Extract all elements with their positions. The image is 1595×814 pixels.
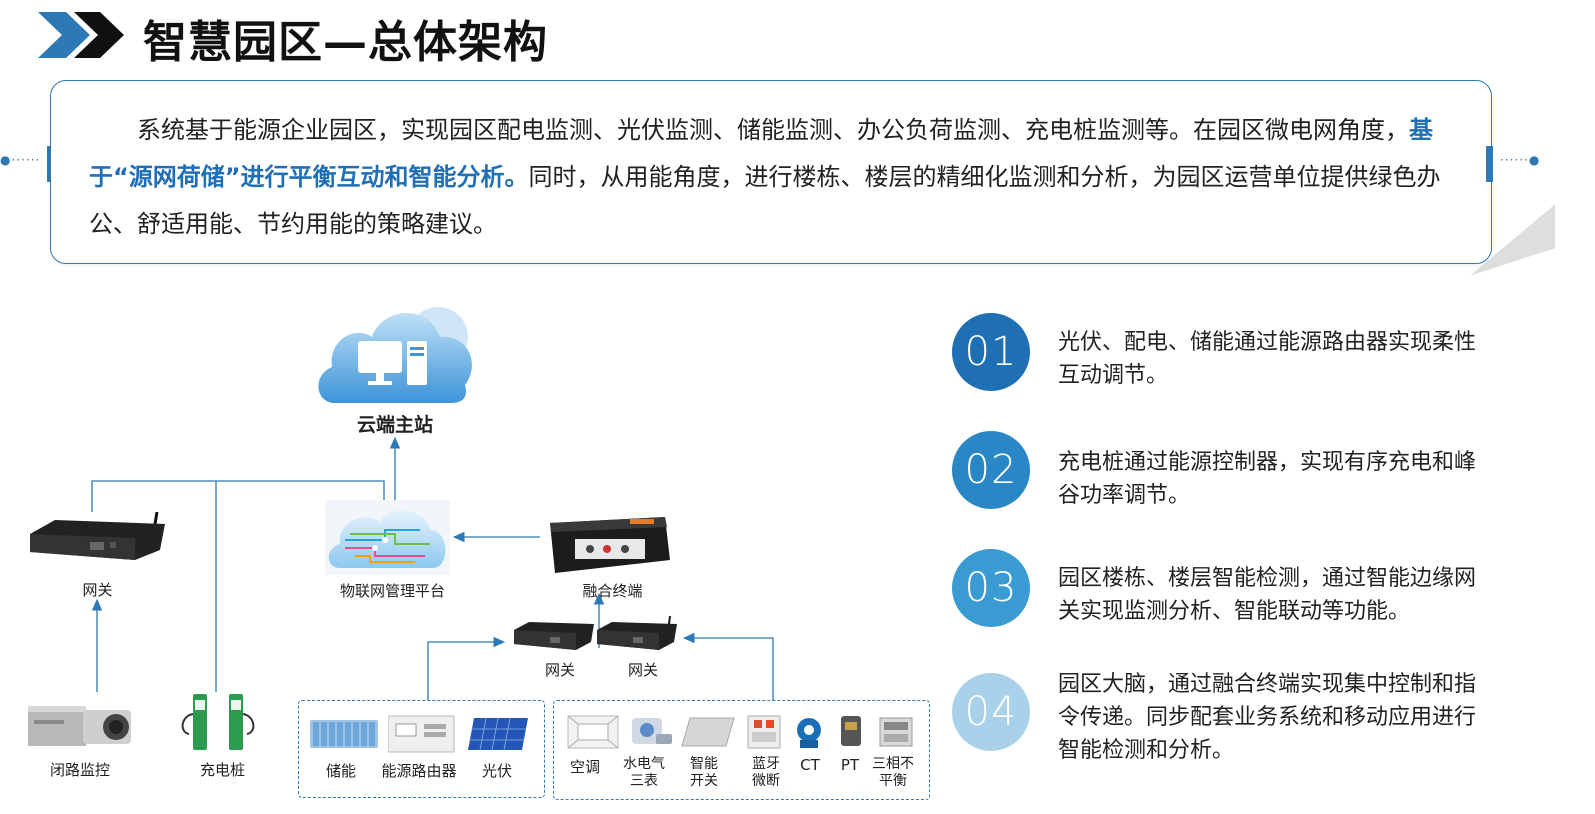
feature-number-01: 01 — [952, 313, 1030, 391]
group2-label-2: 智能开关 — [690, 756, 718, 789]
energy-storage-icon — [310, 720, 378, 748]
group2-label-3: 蓝牙微断 — [752, 756, 780, 789]
group2-label-6: 三相不平衡 — [872, 756, 914, 789]
intro-text-part1: 系统基于能源企业园区，实现园区配电监测、光伏监测、储能监测、办公负荷监测、充电桩… — [137, 116, 1409, 144]
iot-platform-label: 物联网管理平台 — [339, 582, 445, 600]
feature-text-03: 园区楼栋、楼层智能检测，通过智能边缘网关实现监测分析、智能联动等功能。 — [1058, 566, 1477, 624]
group2-label-1: 水电气三表 — [623, 756, 665, 789]
intro-highlight: 基于“源网荷储”进行平衡互动和智能分析。 — [89, 116, 1433, 191]
feature-number-02: 02 — [952, 431, 1030, 509]
cctv-label: 闭路监控 — [49, 761, 110, 779]
group1-label-0: 储能 — [325, 762, 356, 780]
cloud-server-icon — [318, 307, 472, 403]
group1-label-2: 光伏 — [481, 762, 512, 780]
air-conditioner-icon — [567, 715, 619, 749]
solar-panel-icon — [468, 717, 528, 751]
cctv-icon — [28, 706, 131, 746]
feature-text-01: 光伏、配电、储能通过能源路由器实现柔性互动调节。 — [1058, 330, 1477, 388]
pt-sensor-icon — [841, 716, 861, 746]
smart-switch-icon — [681, 717, 735, 747]
cloud-label: 云端主站 — [356, 414, 433, 436]
intro-text-part2: 同时，从用能角度，进行楼栋、楼层的精细化监测和分析，为园区运营单位提供绿色办公、… — [89, 163, 1441, 238]
three-phase-unbalance-icon — [879, 717, 913, 747]
gateway-left-label: 网关 — [82, 581, 113, 599]
energy-router-icon — [388, 715, 455, 753]
ct-sensor-icon — [797, 718, 821, 748]
page-title: 智慧园区—总体架构 — [143, 17, 548, 68]
utility-meter-icon — [632, 718, 672, 744]
feature-number-03: 03 — [952, 549, 1030, 627]
gateway-mid-1-label: 网关 — [544, 661, 575, 679]
charging-pile-icon — [181, 694, 255, 750]
left-connector-dots: ●······ — [0, 153, 41, 167]
gateway-mid-2-icon — [597, 616, 677, 650]
gateway-mid-2-label: 网关 — [627, 661, 658, 679]
group2-label-0: 空调 — [569, 758, 600, 776]
diagram-connectors — [91, 436, 774, 700]
group2-label-5: PT — [840, 756, 860, 774]
right-tab — [1486, 146, 1493, 182]
fusion-terminal-label: 融合终端 — [582, 582, 643, 600]
fusion-terminal-icon — [550, 517, 670, 573]
intro-box: 系统基于能源企业园区，实现园区配电监测、光伏监测、储能监测、办公负荷监测、充电桩… — [50, 80, 1492, 264]
feature-text-02: 充电桩通过能源控制器，实现有序充电和峰谷功率调节。 — [1058, 450, 1477, 508]
feature-text-04: 园区大脑，通过融合终端实现集中控制和指令传递。同步配套业务系统和移动应用进行智能… — [1058, 672, 1477, 763]
iot-platform-icon — [325, 500, 450, 575]
device-group-1 — [298, 700, 545, 798]
group2-label-4: CT — [800, 756, 820, 774]
header-chevron-icon — [38, 12, 124, 58]
group1-label-1: 能源路由器 — [381, 762, 457, 780]
right-connector-dots: ······● — [1500, 153, 1541, 167]
charging-pile-label: 充电桩 — [199, 761, 245, 779]
feature-number-04: 04 — [952, 673, 1030, 751]
device-group-2 — [553, 700, 930, 800]
gateway-device-icon — [30, 512, 165, 560]
bluetooth-breaker-icon — [747, 715, 781, 749]
intro-text: 系统基于能源企业园区，实现园区配电监测、光伏监测、储能监测、办公负荷监测、充电桩… — [89, 107, 1459, 248]
gateway-mid-1-icon — [514, 622, 594, 650]
